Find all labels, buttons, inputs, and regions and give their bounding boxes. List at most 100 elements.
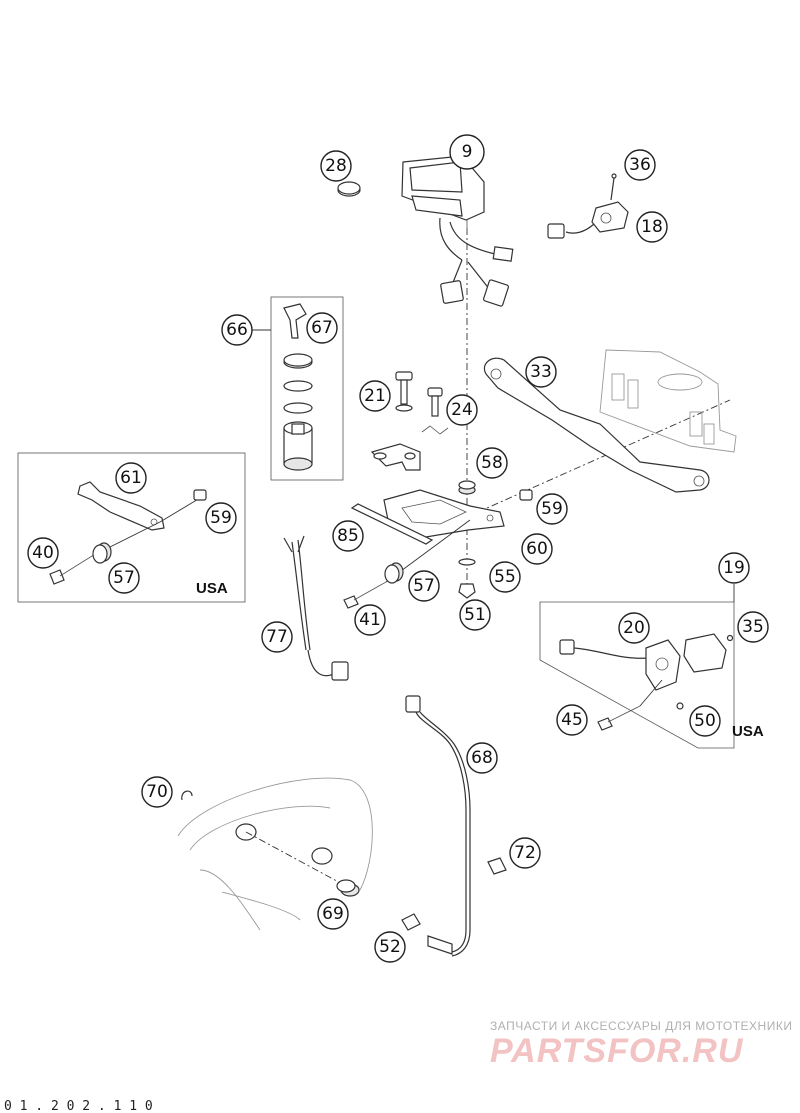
svg-text:9: 9 (462, 142, 473, 162)
callout-70: 70 (141, 776, 173, 808)
sensor-20-part (559, 639, 681, 691)
grommet-58-part (458, 480, 476, 495)
bracket-33-part (483, 357, 710, 493)
svg-text:35: 35 (742, 617, 764, 637)
document-number: 0 1 . 2 0 2 . 1 1 0 (4, 1099, 153, 1113)
callout-41: 41 (354, 604, 386, 636)
bracket-axis-line (477, 399, 731, 513)
callout-72: 72 (509, 837, 541, 869)
grommet-59-left-part (193, 489, 207, 501)
watermark-tagline: ЗАПЧАСТИ И АКСЕССУАРЫ ДЛЯ МОТОТЕХНИКИ (490, 1019, 792, 1033)
mounting-plate-60-part (383, 489, 505, 539)
bracket-61-part (77, 481, 201, 531)
callout-55: 55 (489, 561, 521, 593)
speed-cable-68-part (405, 695, 471, 957)
svg-text:20: 20 (623, 618, 645, 638)
svg-text:21: 21 (364, 386, 386, 406)
faint-frame-plate (599, 349, 737, 453)
svg-text:18: 18 (641, 217, 663, 237)
svg-text:41: 41 (359, 610, 381, 630)
callout-58: 58 (476, 447, 508, 479)
svg-text:70: 70 (146, 782, 168, 802)
usa-right-group-box (539, 601, 735, 749)
circlip-70-part (181, 790, 193, 801)
svg-text:85: 85 (337, 526, 359, 546)
svg-text:50: 50 (694, 711, 716, 731)
callout-68: 68 (466, 742, 498, 774)
screw-21-part (395, 371, 413, 412)
lock-cylinder-part (283, 353, 313, 471)
cap-28-part (337, 181, 361, 197)
callout-51: 51 (459, 599, 491, 631)
switch-18-part (547, 173, 629, 239)
callout-36: 36 (624, 149, 656, 181)
rubber-strip-85-part (350, 503, 434, 545)
svg-text:33: 33 (530, 362, 552, 382)
callout-57-center: 57 (408, 570, 440, 602)
svg-text:59: 59 (210, 508, 232, 528)
ignition-lock-group-box (270, 296, 344, 481)
callout-24: 24 (446, 394, 478, 426)
svg-text:66: 66 (226, 320, 248, 340)
screw-24-part (421, 387, 449, 435)
usa-label-left: USA (196, 580, 228, 597)
svg-text:45: 45 (561, 710, 583, 730)
callout-59-left: 59 (205, 502, 237, 534)
svg-text:52: 52 (379, 937, 401, 957)
svg-text:58: 58 (481, 453, 503, 473)
instrument-cluster-part (401, 155, 514, 307)
screw-45-part (597, 679, 663, 731)
callout-35: 35 (737, 611, 769, 643)
svg-text:67: 67 (311, 318, 333, 338)
callout-77: 77 (261, 621, 293, 653)
callout-61: 61 (115, 462, 147, 494)
svg-text:51: 51 (464, 605, 486, 625)
svg-text:59: 59 (541, 499, 563, 519)
callout-45: 45 (556, 704, 588, 736)
svg-text:72: 72 (514, 843, 536, 863)
svg-text:19: 19 (723, 558, 745, 578)
svg-text:24: 24 (451, 400, 473, 420)
spacer-69-part (336, 879, 360, 897)
clip-72-part (487, 857, 507, 875)
callout-60: 60 (521, 533, 553, 565)
screw-50-part (676, 702, 684, 710)
cover-35-part (683, 633, 734, 673)
callout-59-right: 59 (536, 493, 568, 525)
callout-21: 21 (359, 380, 391, 412)
wheel-hub-part (177, 777, 373, 931)
callout-67: 67 (306, 312, 338, 344)
instrument-bracket-part (370, 443, 421, 471)
svg-text:40: 40 (32, 543, 54, 563)
svg-text:57: 57 (413, 576, 435, 596)
svg-text:57: 57 (113, 568, 135, 588)
svg-text:60: 60 (526, 539, 548, 559)
callout-66: 66 (221, 314, 253, 346)
callout-57-left: 57 (108, 562, 140, 594)
callout-20: 20 (618, 612, 650, 644)
usa-left-group-box (17, 452, 246, 603)
callout-19: 19 (718, 552, 750, 584)
svg-text:69: 69 (322, 904, 344, 924)
callout-85: 85 (332, 520, 364, 552)
wiring-harness-77-part (283, 535, 349, 681)
grommet-59-part (519, 489, 533, 501)
washer-55-part (458, 558, 476, 566)
callout-18: 18 (636, 211, 668, 243)
ignition-key-part (283, 303, 307, 339)
callout-50: 50 (689, 705, 721, 737)
callout-40: 40 (27, 537, 59, 569)
callout-52: 52 (374, 931, 406, 963)
bolt-40-part (49, 521, 161, 585)
callout-9: 9 (449, 134, 485, 170)
svg-text:68: 68 (471, 748, 493, 768)
callout-28: 28 (320, 150, 352, 182)
nut-52-part (401, 913, 421, 931)
svg-text:77: 77 (266, 627, 288, 647)
rubber-57-left-part (92, 542, 112, 564)
watermark-brand: PARTSFOR.RU (490, 1032, 744, 1070)
callout-69: 69 (317, 898, 349, 930)
svg-text:28: 28 (325, 156, 347, 176)
svg-text:55: 55 (494, 567, 516, 587)
